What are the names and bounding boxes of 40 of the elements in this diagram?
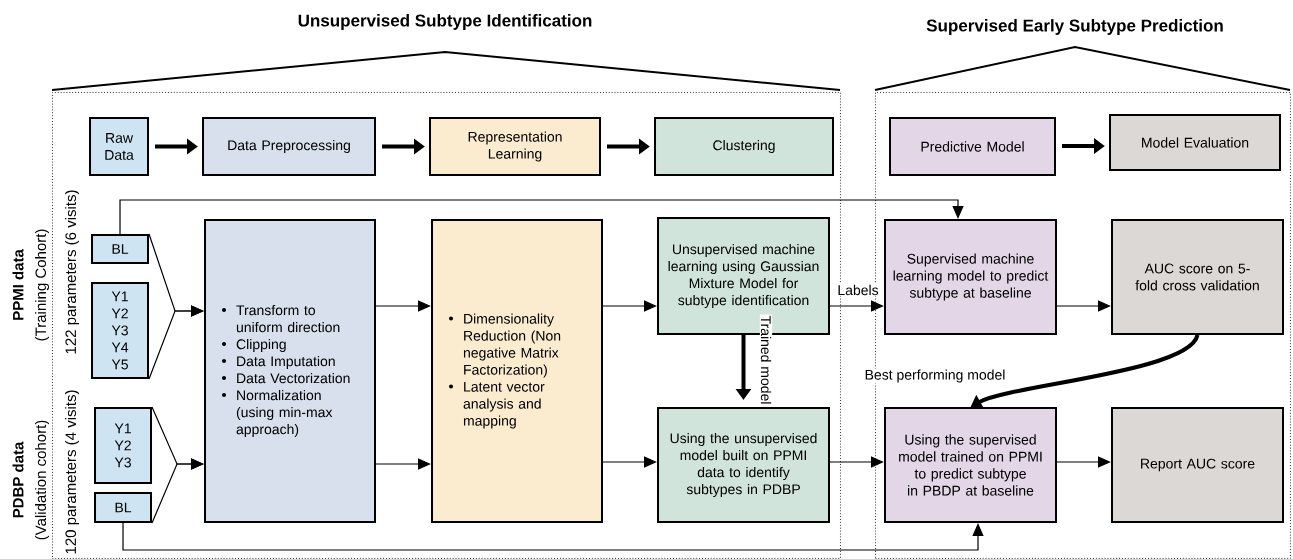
process-box: Using the supervised model trained on PPMI to predict subtype in PBDP at baseline	[884, 407, 1057, 523]
edge-label: Best performing model	[865, 369, 1005, 383]
arrow	[375, 300, 431, 312]
row-caption: (Training Cohort)	[35, 229, 49, 341]
arrow	[148, 305, 204, 380]
arrow	[829, 300, 884, 312]
process-box: Raw Data	[89, 117, 149, 176]
row-caption: 122 parameters (6 visits)	[65, 190, 79, 354]
bullet-list-box: Dimensionality Reduction (Non negative Matrix Factorization) Latent vector analysis and mapping	[431, 219, 603, 523]
process-box: Clustering	[654, 117, 834, 176]
process-box: Report AUC score	[1111, 407, 1284, 523]
process-box: Data Preprocessing	[202, 117, 376, 176]
row-caption: 120 parameters (4 visits)	[65, 390, 79, 554]
section-heading: Unsupervised Subtype Identification	[298, 14, 592, 30]
arrow	[602, 300, 657, 312]
section-heading: Supervised Early Subtype Prediction	[926, 19, 1223, 35]
arrow	[1056, 456, 1111, 468]
process-box: Predictive Model	[889, 117, 1056, 176]
edge-label: Trained model	[760, 315, 772, 404]
visit-box: Y1 Y2 Y3 Y4 Y5	[91, 282, 149, 379]
arrow	[122, 522, 984, 551]
row-heading: PPMI data	[12, 249, 24, 320]
arrow	[1056, 300, 1111, 312]
process-box: Representation Learning	[429, 117, 601, 176]
process-box: Model Evaluation	[1109, 114, 1281, 171]
visit-box: BL	[94, 492, 152, 523]
arrow	[602, 456, 657, 468]
arrow	[829, 456, 884, 468]
process-box: Using the unsupervised model built on PPMI data to identify subtypes in PDBP	[657, 407, 830, 523]
visit-box: BL	[91, 234, 149, 264]
bullet-list-box: Transform to uniform direction Clipping Data Imputation Data Vectorization Normalization (using min-max approach)	[204, 219, 376, 523]
arrow	[151, 458, 204, 524]
row-heading: PDBP data	[12, 441, 24, 518]
row-caption: (Validation cohort)	[35, 420, 49, 540]
process-box: Supervised machine learning model to predict subtype at baseline	[884, 219, 1057, 335]
edge-label: Labels	[838, 284, 879, 296]
process-box: AUC score on 5-fold cross validation	[1111, 219, 1284, 335]
arrow	[375, 458, 431, 470]
arrow	[119, 199, 964, 235]
visit-box: Y1 Y2 Y3	[94, 407, 152, 484]
